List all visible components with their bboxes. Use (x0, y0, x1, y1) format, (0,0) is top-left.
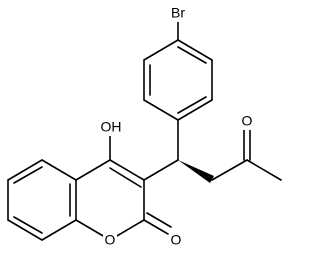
c2-carbonyl-bond (143, 219, 169, 235)
benzo-ring-bond (41, 219, 77, 241)
c2-carbonyl-double-bond (146, 212, 172, 228)
ring-bond (143, 39, 179, 61)
bromophenyl-ring (143, 21, 213, 121)
c3-c4-double-bond-inner (109, 167, 142, 188)
aromatic-inner-bond (177, 46, 207, 64)
benzo-ring-bond (7, 159, 43, 181)
bromine-label: Br (171, 5, 185, 21)
coumarin-core (7, 129, 179, 241)
chemical-structure: Br OH O O O (7, 5, 282, 249)
benzo-ring-bond (7, 219, 43, 241)
benzo-inner-bond (13, 216, 43, 234)
side-chain (177, 119, 282, 183)
ring-oxygen-label: O (105, 232, 116, 248)
lactone-carbonyl-oxygen-label: O (171, 232, 182, 248)
chain-bond (211, 159, 248, 181)
benzo-ring-bond (41, 159, 77, 181)
c4-c4a-bond (75, 159, 111, 181)
c3-c4-double-bond (109, 159, 145, 181)
benzo-inner-bond (13, 166, 43, 184)
ketone-oxygen-label: O (242, 113, 253, 129)
wedge-bond (178, 160, 214, 183)
hydroxyl-label: OH (101, 119, 122, 135)
methyl-bond (246, 159, 282, 181)
aromatic-inner-bond (177, 96, 207, 114)
chiral-to-c3-bond (143, 159, 179, 181)
ring-bond (177, 99, 213, 121)
ring-bond (177, 39, 213, 61)
atom-labels: Br OH O O O (98, 5, 254, 249)
ring-bond (143, 99, 179, 121)
